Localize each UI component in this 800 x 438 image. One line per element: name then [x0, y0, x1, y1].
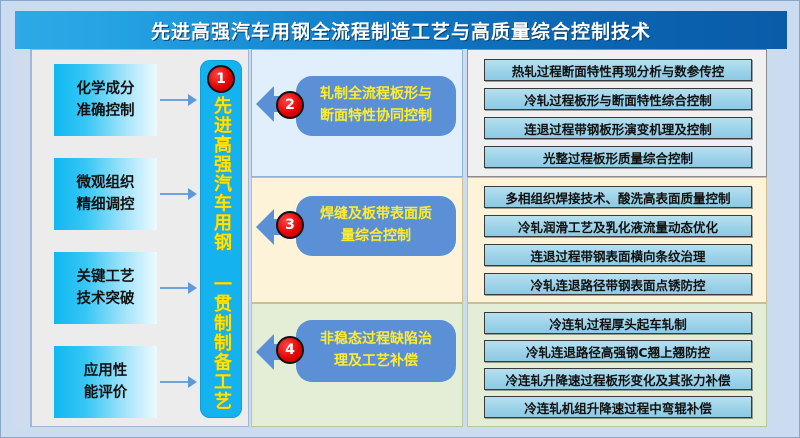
- right-item[interactable]: 多相组织焊接技术、酸洗高表面质量控制: [484, 186, 752, 208]
- middle-item-line1: 非稳态过程缺陷治: [320, 331, 432, 348]
- right-item[interactable]: 连退过程带钢板形演变机理及控制: [484, 117, 752, 139]
- right-item[interactable]: 冷连轧过程厚头起车轧制: [484, 312, 752, 334]
- left-item-line1: 化学成分: [76, 80, 135, 97]
- left-outer-strip: [15, 49, 31, 427]
- right-item-label: 冷连轧升降速过程板形变化及其张力补偿: [505, 372, 731, 388]
- center-bar-text-wrap: 先进高强汽车用钢 一贯制制备工艺: [200, 96, 242, 414]
- page-title: 先进高强汽车用钢全流程制造工艺与高质量综合控制技术: [150, 20, 651, 43]
- middle-item-unsteady-defect-control[interactable]: 非稳态过程缺陷治 理及工艺补偿: [296, 320, 456, 382]
- left-item-line2: 能评价: [83, 385, 128, 401]
- badge-number-3: 3: [276, 211, 304, 239]
- left-item-line1: 关键工艺: [76, 268, 135, 285]
- right-item[interactable]: 冷轧过程板形与断面特性综合控制: [484, 88, 752, 110]
- left-item-chemical-composition[interactable]: 化学成分 准确控制: [54, 64, 157, 136]
- arrow-right-icon: [160, 188, 197, 200]
- right-item-label: 冷轧润滑工艺及乳化液流量动态优化: [517, 219, 718, 235]
- right-item-label: 冷轧连退路径带钢表面点锈防控: [530, 277, 706, 293]
- middle-item-line1: 轧制全流程板形与: [320, 86, 432, 103]
- right-item-label: 多相组织焊接技术、酸洗高表面质量控制: [505, 190, 731, 206]
- middle-band-3: 非稳态过程缺陷治 理及工艺补偿 4: [251, 303, 463, 427]
- diagram-title-banner: 先进高强汽车用钢全流程制造工艺与高质量综合控制技术: [15, 11, 787, 49]
- right-item-label: 冷连轧机组升降速过程中弯辊补偿: [524, 400, 712, 416]
- left-item-key-process[interactable]: 关键工艺 技术突破: [54, 252, 157, 324]
- right-item-label: 冷轧过程板形与断面特性综合控制: [524, 92, 712, 108]
- middle-item-line2: 理及工艺补偿: [334, 353, 418, 369]
- right-item[interactable]: 热轧过程断面特性再现分析与数参传控: [484, 59, 752, 81]
- right-item-label: 热轧过程断面特性再现分析与数参传控: [511, 63, 725, 79]
- right-item-label: 冷连轧过程厚头起车轧制: [549, 316, 687, 332]
- left-item-line2: 准确控制: [76, 103, 135, 119]
- right-item-label: 光整过程板形质量综合控制: [542, 150, 693, 166]
- arrow-right-icon: [160, 94, 197, 106]
- badge-number-2: 2: [276, 91, 304, 119]
- center-bar-label: 先进高强汽车用钢 一贯制制备工艺: [211, 96, 232, 411]
- right-item[interactable]: 冷轧连退路径高强钢C翘上翘防控: [484, 340, 752, 362]
- right-item[interactable]: 连退过程带钢表面横向条纹治理: [484, 244, 752, 266]
- middle-band-1: 轧制全流程板形与 断面特性协同控制 2: [251, 49, 463, 177]
- left-item-line2: 技术突破: [76, 291, 135, 307]
- left-item-line1: 微观组织: [76, 174, 135, 191]
- right-band-1: 热轧过程断面特性再现分析与数参传控 冷轧过程板形与断面特性综合控制 连退过程带钢…: [467, 49, 767, 177]
- right-item-label: 冷轧连退路径高强钢C翘上翘防控: [525, 344, 711, 360]
- right-item[interactable]: 冷连轧机组升降速过程中弯辊补偿: [484, 396, 752, 418]
- left-panel: 化学成分 准确控制 微观组织 精细调控 关键工艺 技术突破 应用性 能评价: [31, 49, 249, 427]
- right-item[interactable]: 冷连轧升降速过程板形变化及其张力补偿: [484, 368, 752, 390]
- arrow-right-icon: [160, 282, 197, 294]
- right-item[interactable]: 光整过程板形质量综合控制: [484, 146, 752, 168]
- middle-item-line2: 断面特性协同控制: [320, 108, 432, 124]
- right-band-3: 冷连轧过程厚头起车轧制 冷轧连退路径高强钢C翘上翘防控 冷连轧升降速过程板形变化…: [467, 303, 767, 427]
- middle-band-2: 焊缝及板带表面质 量综合控制 3: [251, 177, 463, 303]
- right-item-label: 连退过程带钢板形演变机理及控制: [524, 121, 712, 137]
- left-item-line2: 精细调控: [76, 197, 135, 213]
- right-item[interactable]: 冷轧润滑工艺及乳化液流量动态优化: [484, 215, 752, 237]
- badge-number-4: 4: [276, 336, 304, 364]
- right-item-label: 连退过程带钢表面横向条纹治理: [530, 248, 706, 264]
- arrow-right-icon: [160, 376, 197, 388]
- right-band-2: 多相组织焊接技术、酸洗高表面质量控制 冷轧润滑工艺及乳化液流量动态优化 连退过程…: [467, 177, 767, 303]
- center-vertical-bar[interactable]: 1 先进高强汽车用钢 一贯制制备工艺: [200, 60, 242, 418]
- middle-item-rolling-shape-control[interactable]: 轧制全流程板形与 断面特性协同控制: [296, 76, 456, 136]
- middle-item-line1: 焊缝及板带表面质: [320, 206, 432, 223]
- middle-item-line2: 量综合控制: [341, 228, 411, 244]
- badge-number-1: 1: [207, 65, 235, 93]
- middle-item-weld-surface-quality[interactable]: 焊缝及板带表面质 量综合控制: [296, 196, 456, 256]
- diagram-body: 化学成分 准确控制 微观组织 精细调控 关键工艺 技术突破 应用性 能评价: [15, 49, 787, 431]
- left-item-line1: 应用性: [83, 362, 128, 379]
- right-outer-strip: [767, 49, 787, 427]
- left-item-application-performance[interactable]: 应用性 能评价: [54, 346, 157, 418]
- left-item-microstructure[interactable]: 微观组织 精细调控: [54, 158, 157, 230]
- right-item[interactable]: 冷轧连退路径带钢表面点锈防控: [484, 273, 752, 295]
